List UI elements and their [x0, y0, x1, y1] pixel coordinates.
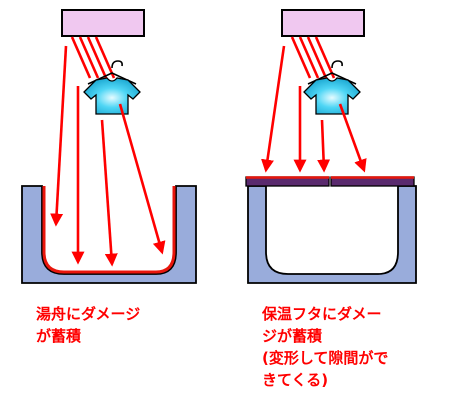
right-caption-line-2: ジが蓄積: [262, 327, 323, 345]
tub-damage-lining: [42, 186, 176, 274]
bathtub: [21, 185, 197, 284]
right-caption-line-1: 保温フタにダメー: [262, 305, 382, 323]
heater-lamp-icon: [61, 9, 145, 37]
hanging-shirt-icon: [303, 60, 361, 115]
left-caption-line-2: が蓄積: [36, 327, 82, 345]
left-caption-line-1: 湯舟にダメージ: [36, 305, 141, 323]
right-panel: [245, 9, 417, 284]
heater-lamp-icon: [281, 9, 365, 37]
bathtub-with-lid: [245, 176, 417, 284]
heat-rays-into-tub: [50, 45, 166, 267]
heat-ray-bundle: [70, 36, 116, 79]
right-caption: 保温フタにダメー ジが蓄積 (変形して隙間がで きてくる): [262, 303, 388, 391]
heat-ray-bundle: [290, 36, 336, 79]
left-caption: 湯舟にダメージ が蓄積: [36, 303, 140, 347]
heat-rays-onto-lid: [261, 45, 367, 173]
left-panel: [21, 9, 197, 284]
right-caption-line-3: (変形して隙間がで: [262, 349, 389, 367]
hanging-shirt-icon: [83, 60, 141, 115]
right-caption-line-4: きてくる): [262, 371, 329, 389]
